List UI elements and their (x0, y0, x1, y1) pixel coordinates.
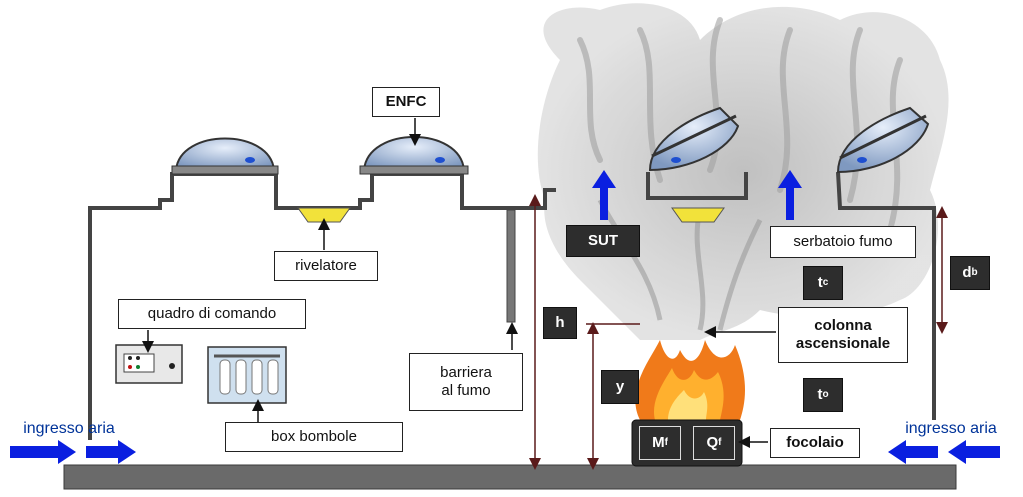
enfc-vent-1 (171, 137, 279, 175)
enfc-vent-open-1 (648, 106, 740, 172)
right-arrow-icon (10, 440, 76, 464)
left-arrow-icon (948, 440, 1000, 464)
smoke-barrier (506, 209, 516, 323)
barriera-line-1: barriera (440, 364, 492, 381)
control-panel-device (115, 344, 183, 384)
box-bombole-label: box bombole (225, 422, 403, 452)
sut-label: SUT (566, 225, 640, 257)
quadro-di-comando-label: quadro di comando (118, 299, 306, 329)
smoke-plume (537, 3, 949, 340)
enfc-vent-2 (359, 136, 469, 175)
fire-flames (635, 340, 745, 420)
right-arrow-icon (86, 440, 136, 464)
up-arrow-icon (778, 170, 802, 220)
serbatoio-fumo-label: serbatoio fumo (770, 226, 916, 258)
colonna-line-2: ascensionale (795, 335, 891, 352)
to-subscript: o (822, 389, 829, 400)
smoke-detector-2 (671, 207, 725, 223)
mf-symbol: M (652, 434, 665, 451)
ingresso-aria-right-label: ingresso aria (905, 420, 997, 438)
qf-subscript: f (718, 437, 722, 448)
ingresso-aria-left-label: ingresso aria (23, 420, 115, 438)
left-arrow-icon (888, 440, 938, 464)
y-label: y (601, 370, 639, 404)
cylinder-box-device (207, 346, 287, 404)
to-symbol: t (817, 386, 823, 403)
building-structure (88, 171, 936, 440)
pointer-arrows (142, 118, 776, 448)
h-label: h (543, 307, 577, 339)
rivelatore-label: rivelatore (274, 251, 378, 281)
tc-symbol: t (817, 274, 823, 291)
airflow-arrows (10, 170, 1000, 464)
barriera-al-fumo-label: barriera al fumo (409, 353, 523, 411)
db-subscript: b (971, 267, 978, 278)
barriera-line-2: al fumo (441, 382, 491, 399)
db-symbol: d (962, 264, 972, 281)
floor (63, 464, 957, 490)
smoke-detector-1 (297, 207, 351, 223)
enfc-label: ENFC (372, 87, 440, 117)
qf-symbol: Q (706, 434, 719, 451)
dimension-lines (529, 194, 948, 470)
enfc-vent-open-2 (836, 106, 930, 174)
colonna-ascensionale-label: colonna ascensionale (778, 307, 908, 363)
tc-subscript: c (822, 277, 829, 288)
colonna-line-1: colonna (814, 317, 872, 334)
up-arrow-icon (592, 170, 616, 220)
mf-subscript: f (664, 437, 668, 448)
focolaio-label: focolaio (770, 428, 860, 458)
